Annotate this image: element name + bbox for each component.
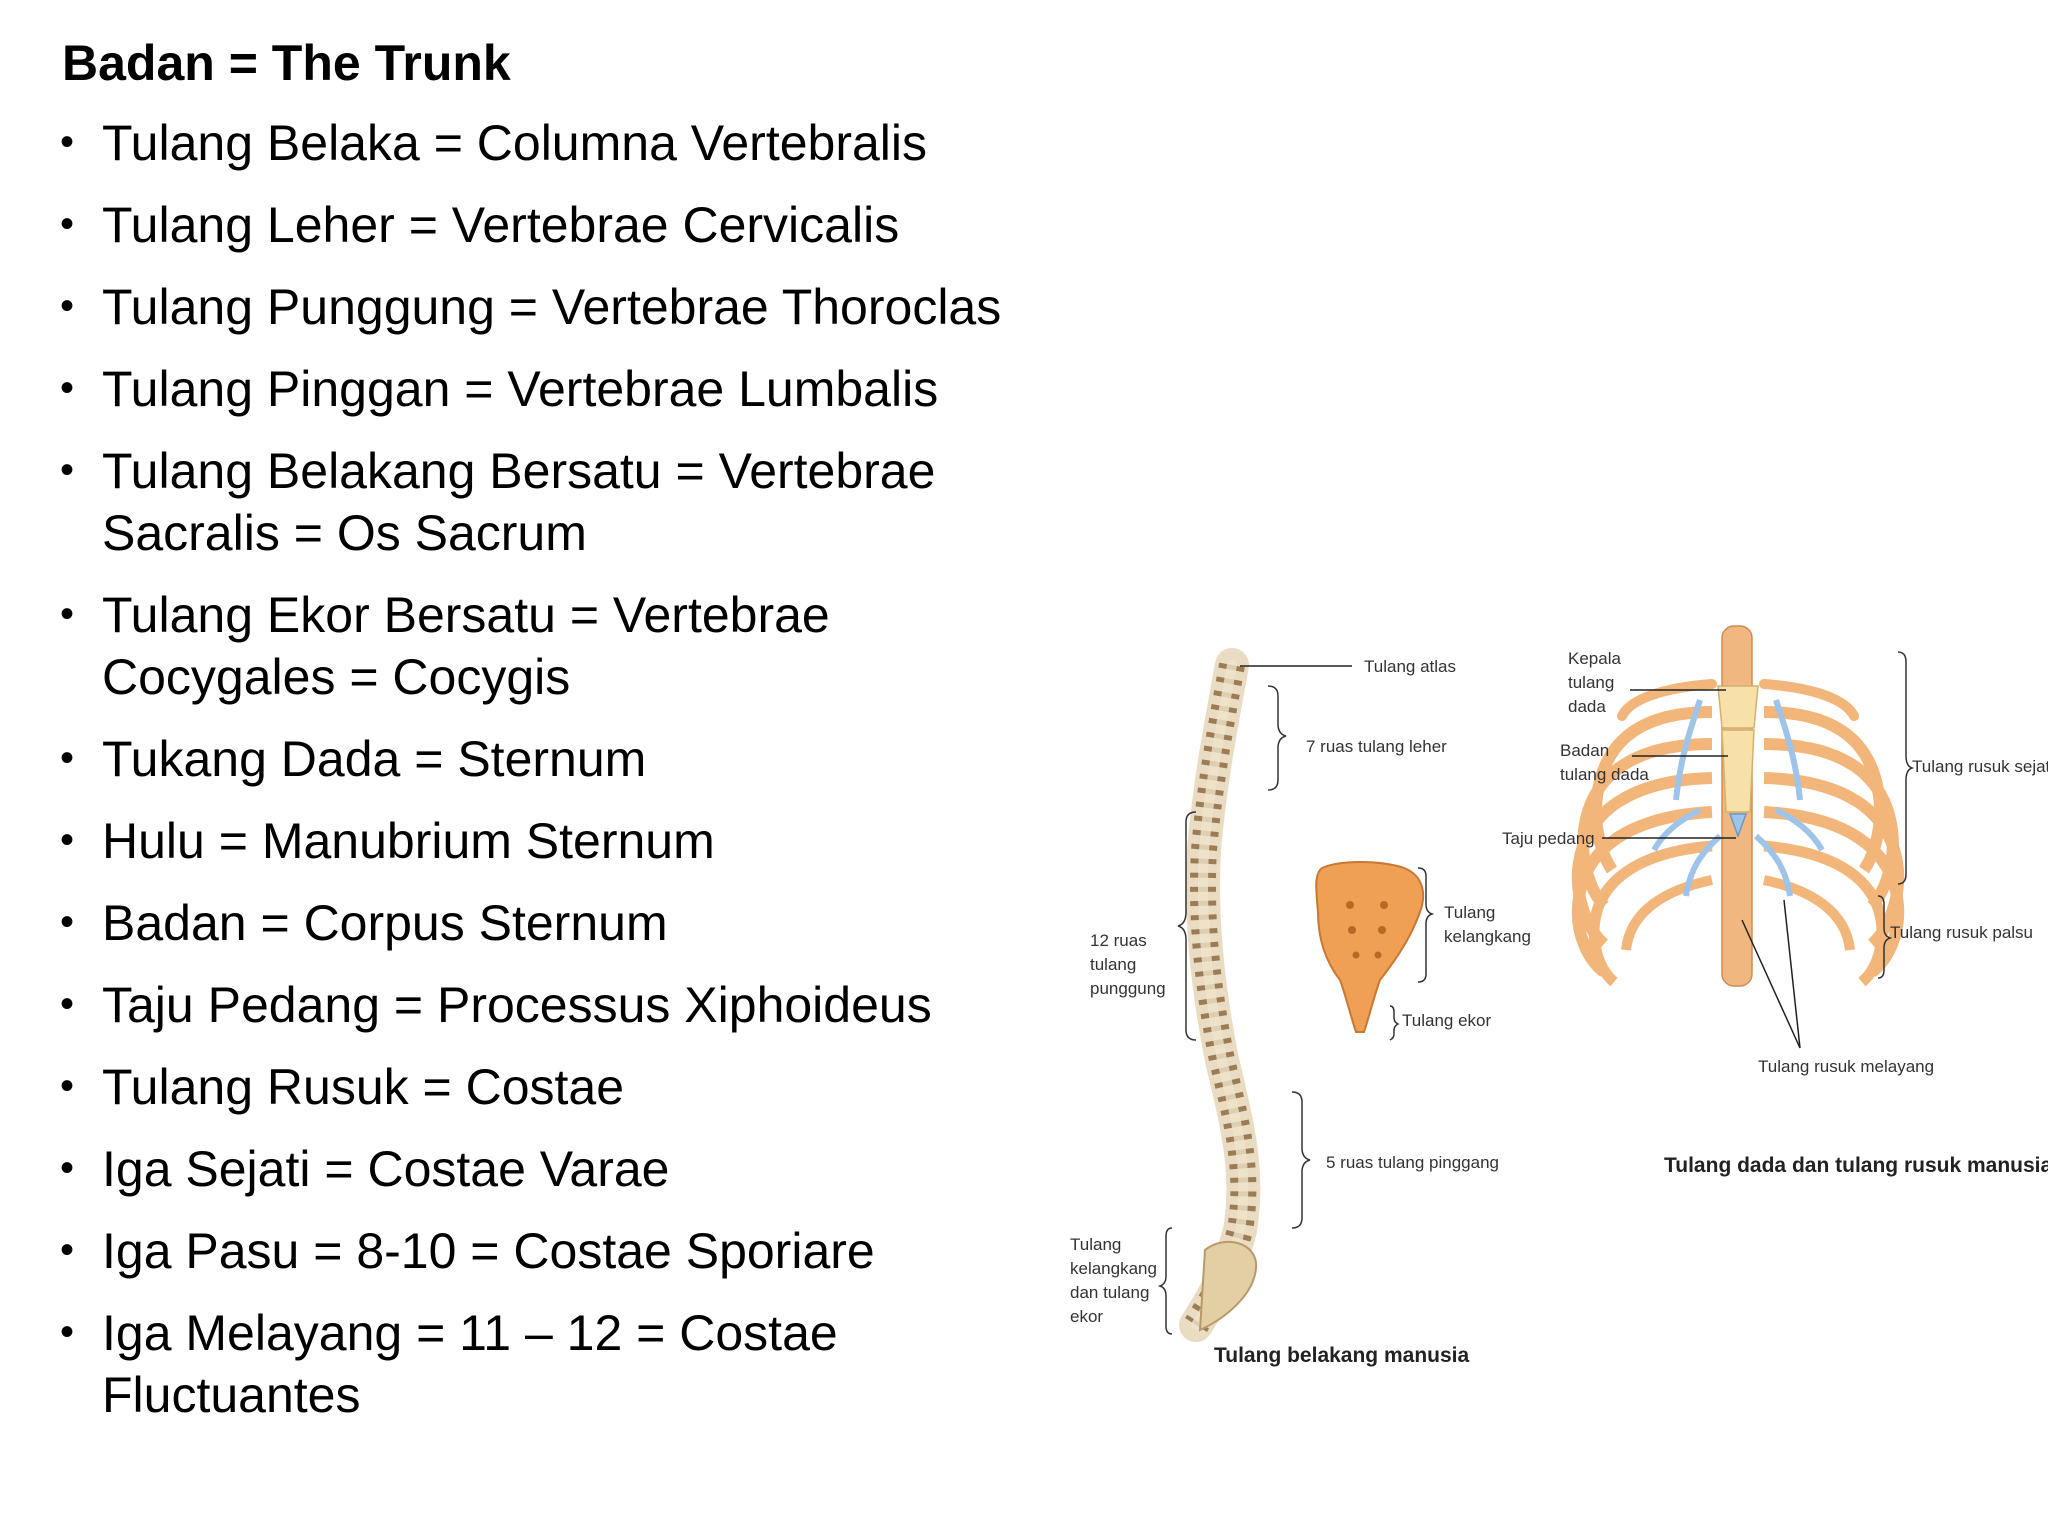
list-item-text: Iga Pasu = 8-10 = Costae Sporiare (102, 1223, 875, 1279)
label-sternum-body-2: tulang dada (1560, 765, 1649, 784)
list-item-text: Tulang Belaka = Columna Vertebralis (102, 115, 927, 171)
label-pelvis-tail-4: ekor (1070, 1307, 1103, 1326)
label-back-1: 12 ruas (1090, 931, 1147, 950)
anatomy-figure: Tulang atlas 7 ruas tulang leher 12 ruas… (1070, 625, 2048, 1367)
bullet-icon: • (60, 900, 75, 944)
list-item: • Tulang Pinggan = Vertebrae Lumbalis (56, 358, 1036, 420)
list-item-text: Tulang Punggung = Vertebrae Thoroclas (102, 279, 1002, 335)
list-item-text: Tulang Ekor Bersatu = Vertebrae Cocygale… (102, 587, 830, 705)
label-sternum-body-1: Badan (1560, 741, 1609, 760)
bullet-icon: • (60, 1228, 75, 1272)
bullet-icon: • (60, 202, 75, 246)
list-item-text: Tulang Pinggan = Vertebrae Lumbalis (102, 361, 939, 417)
bullet-icon: • (60, 448, 75, 492)
label-xiphoid: Taju pedang (1502, 829, 1595, 848)
rib-cage-illustration (1571, 625, 1905, 987)
list-item: • Tulang Belakang Bersatu = Vertebrae Sac… (56, 440, 1036, 564)
list-item: • Iga Sejati = Costae Varae (56, 1138, 1036, 1200)
list-item-text: Taju Pedang = Processus Xiphoideus (102, 977, 932, 1033)
bullet-icon: • (60, 120, 75, 164)
chest-caption: Tulang dada dan tulang rusuk manusia (1664, 1154, 2048, 1177)
label-back-3: punggung (1090, 979, 1166, 998)
list-item: • Tulang Punggung = Vertebrae Thoroclas (56, 276, 1036, 338)
list-item-text: Tulang Leher = Vertebrae Cervicalis (102, 197, 900, 253)
bullet-icon: • (60, 592, 75, 636)
label-manubrium-1: Kepala (1568, 649, 1621, 668)
list-item: • Hulu = Manubrium Sternum (56, 810, 1036, 872)
list-item-text: Iga Melayang = 11 – 12 = Costae Fluctuan… (102, 1305, 838, 1423)
label-sacrum-1: Tulang (1444, 903, 1495, 922)
label-pelvis-tail-2: kelangkang (1070, 1259, 1157, 1278)
list-item: • Tulang Ekor Bersatu = Vertebrae Cocygal… (56, 584, 1036, 708)
label-false-ribs: Tulang rusuk palsu (1890, 923, 2033, 942)
label-true-ribs: Tulang rusuk sejati (1912, 757, 2048, 776)
list-item-text: Tulang Belakang Bersatu = Vertebrae Sacr… (102, 443, 936, 561)
list-item: • Tulang Rusuk = Costae (56, 1056, 1036, 1118)
label-pelvis-tail-3: dan tulang (1070, 1283, 1149, 1302)
bullet-icon: • (60, 366, 75, 410)
label-neck: 7 ruas tulang leher (1306, 737, 1447, 756)
label-manubrium-3: dada (1568, 697, 1606, 716)
bullet-icon: • (60, 284, 75, 328)
label-waist: 5 ruas tulang pinggang (1326, 1153, 1499, 1172)
list-item-text: Badan = Corpus Sternum (102, 895, 668, 951)
list-item-text: Iga Sejati = Costae Varae (102, 1141, 670, 1197)
list-item: • Taju Pedang = Processus Xiphoideus (56, 974, 1036, 1036)
bullet-list: • Tulang Belaka = Columna Vertebralis • Tu… (56, 112, 1036, 1446)
bullet-icon: • (60, 982, 75, 1026)
spine-illustration (1179, 648, 1261, 1342)
bullet-icon: • (60, 736, 75, 780)
slide-title: Badan = The Trunk (62, 35, 511, 91)
list-item: • Tukang Dada = Sternum (56, 728, 1036, 790)
list-item: • Iga Pasu = 8-10 = Costae Sporiare (56, 1220, 1036, 1282)
list-item: • Tulang Belaka = Columna Vertebralis (56, 112, 1036, 174)
label-floating-ribs: Tulang rusuk melayang (1758, 1057, 1934, 1076)
bullet-icon: • (60, 1146, 75, 1190)
list-item-text: Hulu = Manubrium Sternum (102, 813, 715, 869)
list-item: • Tulang Leher = Vertebrae Cervicalis (56, 194, 1036, 256)
bullet-icon: • (60, 1064, 75, 1108)
list-item-text: Tukang Dada = Sternum (102, 731, 647, 787)
label-sacrum-2: kelangkang (1444, 927, 1531, 946)
label-back-2: tulang (1090, 955, 1136, 974)
sacrum-illustration (1315, 861, 1425, 1033)
label-manubrium-2: tulang (1568, 673, 1614, 692)
label-pelvis-tail-1: Tulang (1070, 1235, 1121, 1254)
list-item: • Iga Melayang = 11 – 12 = Costae Fluctua… (56, 1302, 1036, 1426)
bullet-icon: • (60, 1310, 75, 1354)
bullet-icon: • (60, 818, 75, 862)
spine-caption: Tulang belakang manusia (1214, 1344, 1469, 1367)
list-item-text: Tulang Rusuk = Costae (102, 1059, 625, 1115)
list-item: • Badan = Corpus Sternum (56, 892, 1036, 954)
label-tulang-atlas: Tulang atlas (1364, 657, 1456, 676)
label-tailbone: Tulang ekor (1402, 1011, 1491, 1030)
